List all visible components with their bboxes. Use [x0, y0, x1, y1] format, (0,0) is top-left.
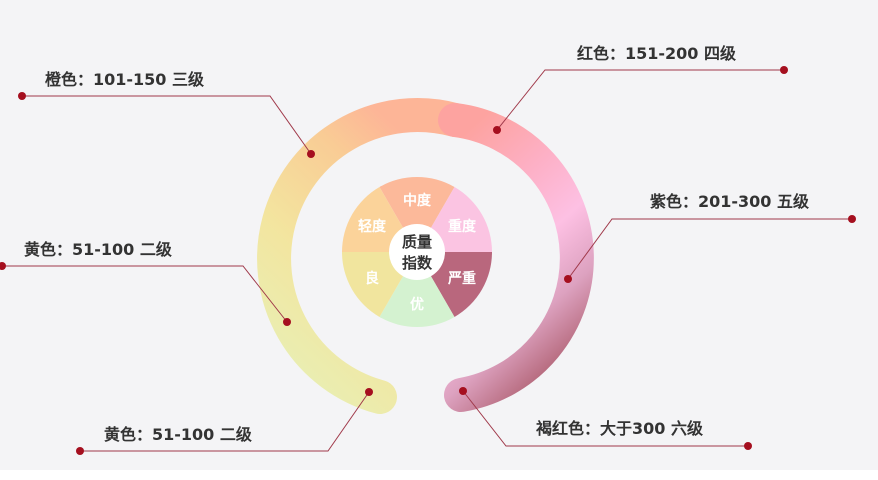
- dot-purple-end: [564, 275, 572, 283]
- callout-maroon: 褐红色：大于300 六级: [535, 419, 704, 438]
- pie-label-liang: 良: [365, 270, 379, 287]
- pie-label-zhongdu2: 重度: [448, 218, 477, 235]
- dot-green-end: [365, 388, 373, 396]
- dot-maroon-start: [744, 442, 752, 450]
- pie-label-qingdu: 轻度: [358, 218, 387, 235]
- dot-yellow-start: [0, 262, 6, 270]
- center-circle: [389, 224, 445, 280]
- callout-orange: 橙色：101-150 三级: [45, 70, 205, 89]
- pie-label-zhongdu: 中度: [403, 192, 432, 209]
- dot-purple-start: [848, 215, 856, 223]
- leader-line-yellow: [0, 265, 288, 323]
- ring-arc-right: [438, 103, 594, 412]
- callout-purple: 紫色：201-300 五级: [650, 192, 810, 211]
- pie-label-you: 优: [410, 296, 424, 313]
- dot-green-start: [76, 447, 84, 455]
- leader-dots: [0, 66, 856, 455]
- bottom-strip: [0, 470, 878, 480]
- callout-yellow: 黄色：51-100 二级: [24, 240, 173, 259]
- dot-orange-start: [18, 92, 26, 100]
- callout-green: 黄色：51-100 二级: [104, 425, 253, 444]
- leader-line-maroon: [462, 390, 748, 447]
- callout-labels: 橙色：101-150 三级 红色：151-200 四级 黄色：51-100 二级…: [24, 44, 810, 444]
- callout-red: 红色：151-200 四级: [577, 44, 737, 63]
- leader-line-purple: [567, 218, 852, 280]
- leader-lines: [0, 69, 852, 452]
- leader-line-orange: [22, 95, 312, 155]
- pie-label-yanzhong: 严重: [447, 270, 476, 287]
- center-label-line1: 质量: [402, 233, 432, 251]
- pie-segment-you: [379, 252, 455, 327]
- leader-line-green: [80, 391, 370, 452]
- leader-line-red: [496, 69, 784, 131]
- dot-red-start: [780, 66, 788, 74]
- center-label-line2: 指数: [402, 254, 433, 272]
- dot-orange-end: [307, 150, 315, 158]
- aqi-diagram-stage: 中度重度严重优 良 轻度 质量 指数: [0, 44, 878, 480]
- dot-maroon-end: [459, 387, 467, 395]
- dot-yellow-end: [283, 318, 291, 326]
- outer-ring: [257, 98, 594, 414]
- dot-red-end: [493, 126, 501, 134]
- ring-arc-left: [257, 98, 472, 414]
- pie-segment-zhongdu: [379, 177, 455, 252]
